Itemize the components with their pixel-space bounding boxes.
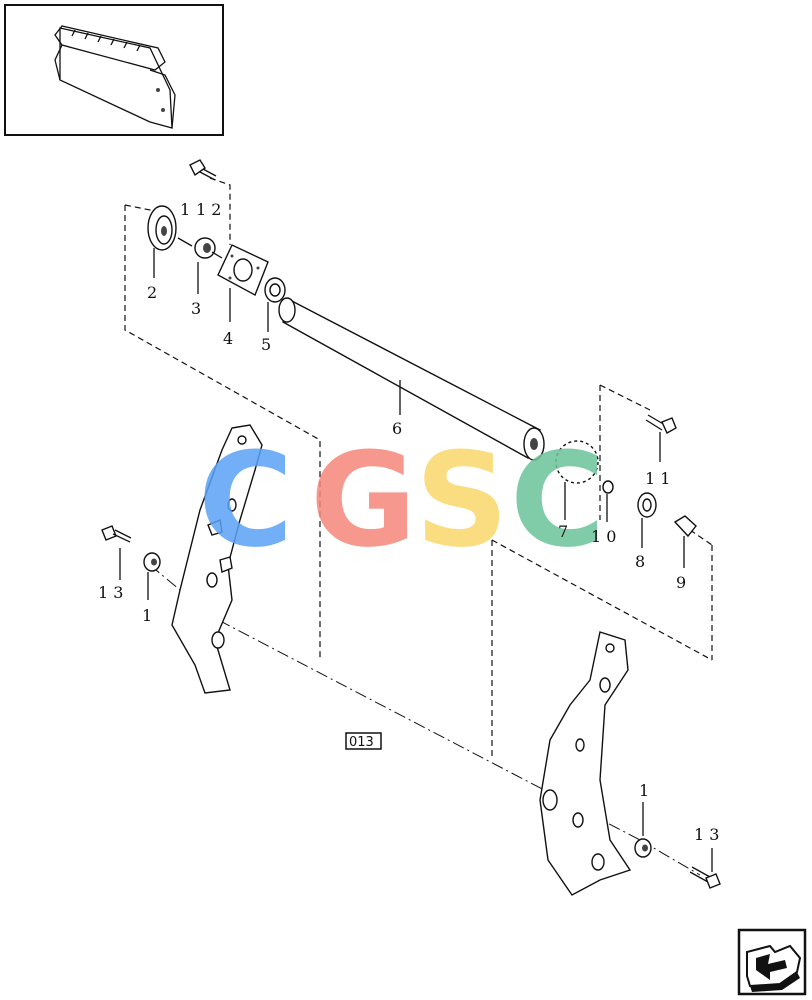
callout-11: 1 1	[645, 469, 670, 488]
callout-labels: 1 1 2 2 3 4 5 6 1 1 7 1 0 8 9 1 3 1 1 1 …	[98, 200, 719, 844]
callout-3: 3	[191, 299, 201, 318]
reference-box-label: 013	[349, 735, 374, 750]
washer-10	[602, 480, 614, 494]
bushing-3	[194, 237, 223, 259]
callout-12: 1 2	[196, 200, 221, 219]
watermark-letter-c2: C	[510, 424, 605, 576]
bearing-5	[264, 277, 286, 303]
bushing-1-left	[143, 552, 161, 572]
callout-9: 9	[676, 573, 686, 592]
bolt-13-left	[101, 525, 132, 543]
flange-4	[217, 244, 269, 296]
callout-7: 7	[558, 522, 568, 541]
watermark-letter-c1: C	[198, 424, 293, 576]
side-plate-right	[539, 631, 632, 896]
disc-2	[147, 205, 177, 251]
watermark: C G S C	[198, 424, 605, 576]
bolt-11	[645, 414, 677, 434]
callout-13-left: 1 3	[98, 583, 123, 602]
watermark-letter-g: G	[310, 424, 417, 576]
side-plate-left	[171, 424, 263, 694]
bushing-1-right	[634, 838, 652, 858]
callout-1-top: 1	[180, 200, 190, 219]
callout-2: 2	[147, 283, 157, 302]
leader-lines	[119, 237, 713, 872]
thumbnail-inset	[4, 4, 224, 136]
next-page-arrow-icon[interactable]	[737, 928, 807, 996]
reference-box[interactable]: 013	[345, 732, 382, 750]
roller-6	[278, 297, 545, 461]
bearing-8	[637, 492, 657, 518]
callout-1-left: 1	[142, 606, 152, 625]
callout-8: 8	[635, 552, 645, 571]
bolt-12	[189, 159, 217, 181]
watermark-letter-s: S	[415, 424, 509, 576]
callout-1-right: 1	[639, 781, 649, 800]
gear-7	[555, 440, 599, 484]
callout-4: 4	[223, 329, 233, 348]
bushing-9	[673, 515, 697, 538]
callout-6: 6	[392, 419, 402, 438]
callout-13-right: 1 3	[694, 825, 719, 844]
callout-10: 1 0	[591, 527, 616, 546]
bolt-13-right	[689, 866, 721, 889]
callout-5: 5	[261, 335, 271, 354]
